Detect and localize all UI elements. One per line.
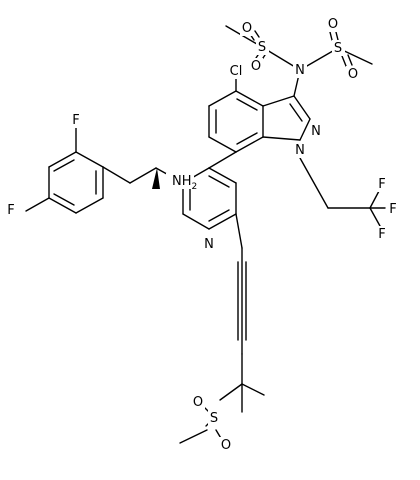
fluorine-label: F	[378, 177, 385, 192]
bonds	[25, 25, 386, 444]
chlorine-label: Cl	[230, 64, 243, 79]
pyridine-nitrogen-label: N	[204, 237, 214, 252]
fluorine-label: F	[378, 227, 385, 242]
oxygen-label: O	[242, 21, 252, 36]
amine-label: NH2	[172, 174, 197, 192]
oxygen-label: O	[193, 395, 203, 410]
oxygen-label: O	[328, 17, 338, 32]
sulfur-label: S	[334, 41, 342, 56]
atom-labels: F F NH2 N Cl N S S O O O O N N F F	[5, 16, 400, 453]
sulfur-label: S	[258, 40, 266, 55]
oxygen-label: O	[348, 67, 358, 82]
sulfonamide-nitrogen-label: N	[295, 63, 305, 78]
indazole-nitrogen-label: N	[311, 124, 321, 139]
stereo-wedge	[152, 168, 160, 189]
sulfur-label: S	[210, 411, 218, 426]
fluorine-label: F	[72, 113, 79, 128]
oxygen-label: O	[251, 59, 261, 74]
fluorine-label: F	[389, 202, 396, 217]
oxygen-label: O	[221, 438, 231, 453]
indazole-nitrogen-label: N	[295, 143, 305, 158]
fluorine-label: F	[7, 203, 14, 218]
